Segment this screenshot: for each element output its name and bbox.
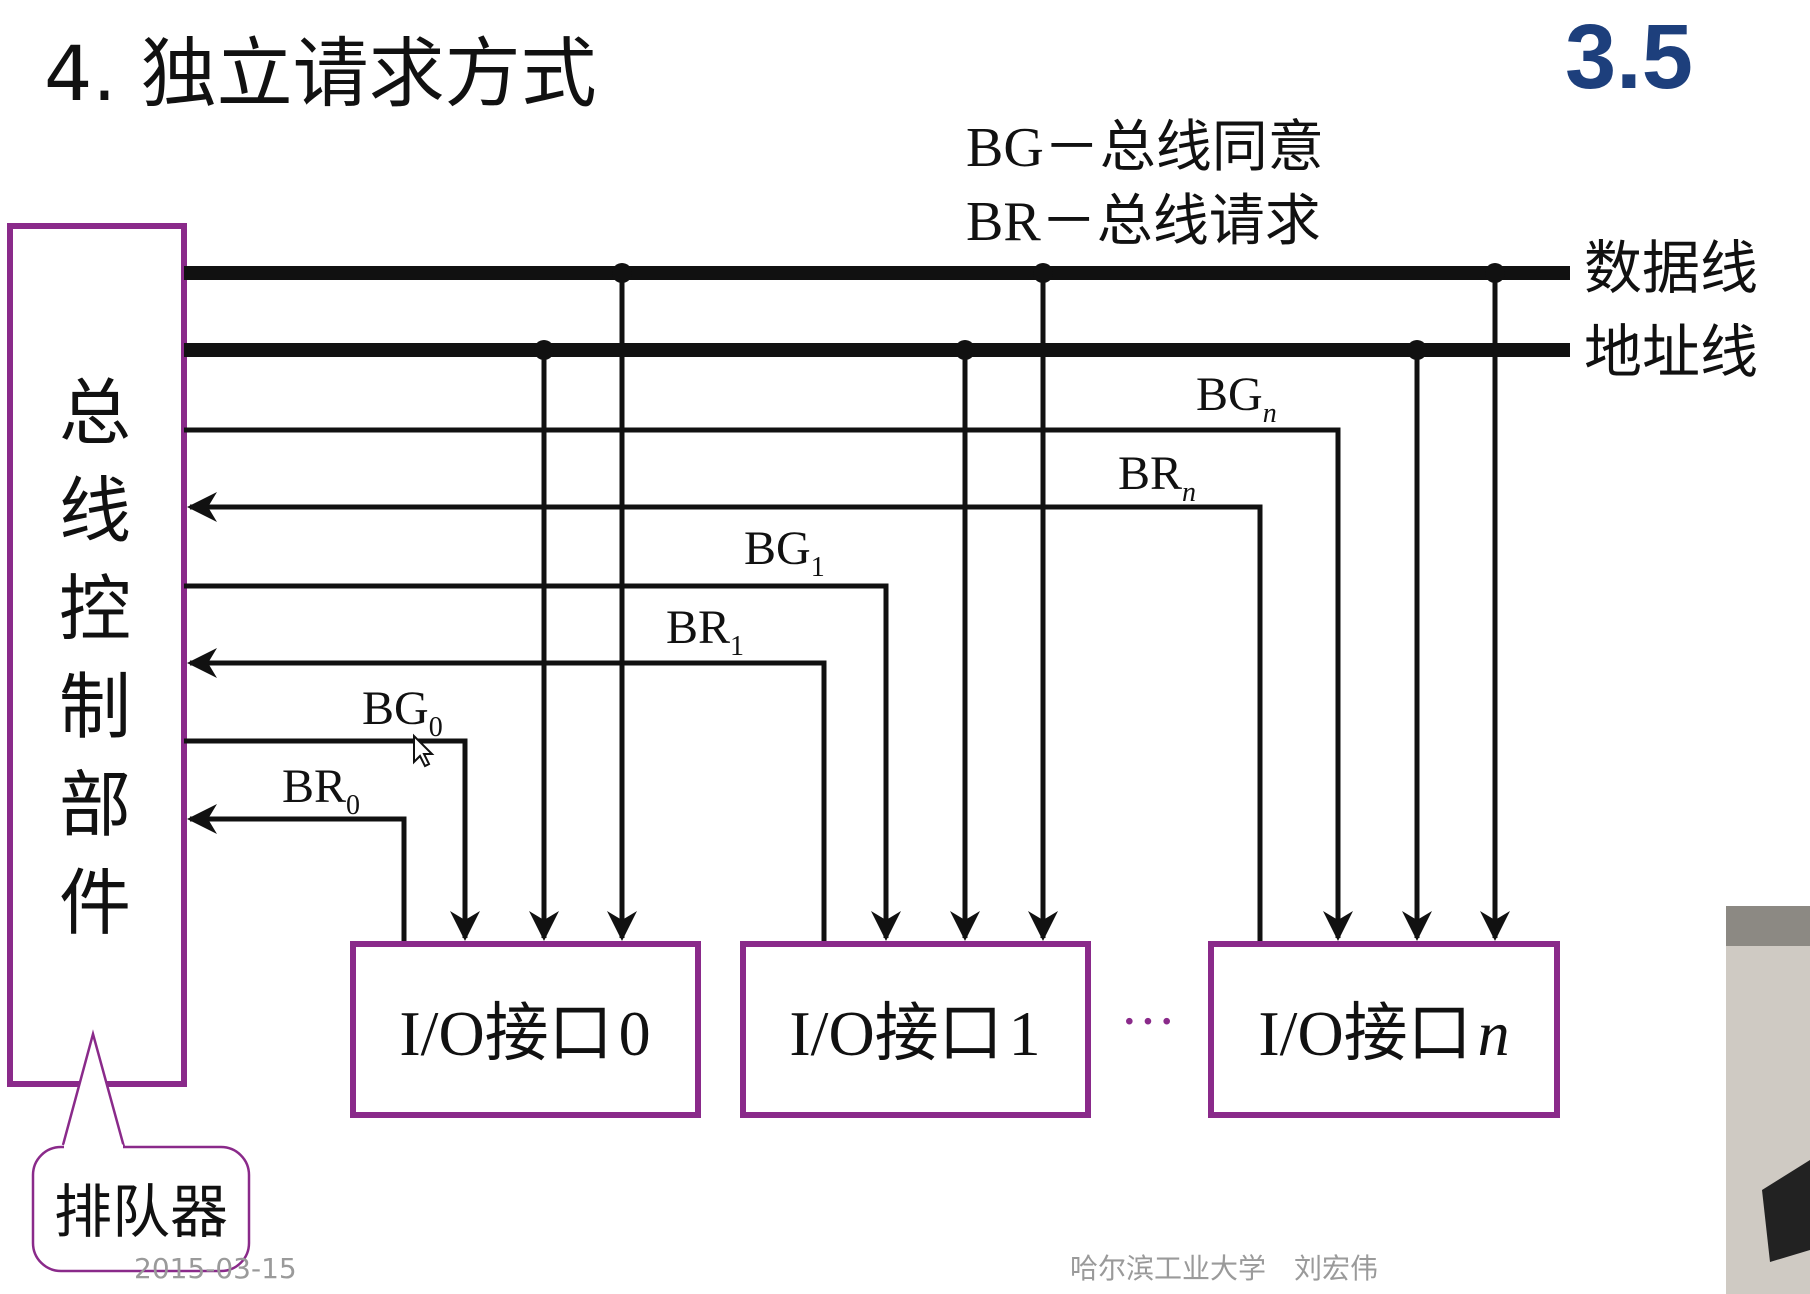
video-inset-shadow xyxy=(1726,906,1810,946)
video-inset xyxy=(1726,906,1810,1294)
controller-char: 件 xyxy=(59,861,131,945)
controller-char: 总 xyxy=(59,371,131,455)
signal-label-bg-n: BGn xyxy=(1196,368,1277,429)
signal-label-br-1: BR1 xyxy=(666,601,744,662)
data-bus-label: 数据线 xyxy=(1584,234,1758,302)
legend-bg: BG－总线同意 xyxy=(966,117,1324,179)
address-bus-label: 地址线 xyxy=(1584,318,1758,386)
controller-char: 线 xyxy=(59,469,131,553)
controller-char: 控 xyxy=(59,567,131,651)
signal-label-br-n: BRn xyxy=(1118,447,1196,508)
bg-n-line xyxy=(184,427,1353,941)
page-title: 4. 独立请求方式 xyxy=(44,29,597,118)
bg-0-line xyxy=(184,738,480,941)
br-n-line xyxy=(187,492,1263,944)
signal-label-bg-0: BG0 xyxy=(362,682,443,743)
io-interface-box-1 xyxy=(740,941,1091,1118)
mouse-cursor-icon xyxy=(413,733,435,768)
br-1-line xyxy=(187,648,827,944)
io-interface-box-0 xyxy=(350,941,701,1118)
footer-date: 2015-03-15 xyxy=(134,1252,297,1285)
io-interface-label-n: I/O接口n xyxy=(1258,998,1509,1069)
io-interface-label-0: I/O接口0 xyxy=(399,998,650,1069)
bus-controller-label: 总 线 控 制 部 件 xyxy=(59,371,131,945)
ellipsis: ··· xyxy=(1120,991,1176,1053)
io-interface-label-1: I/O接口1 xyxy=(789,998,1040,1069)
video-inset-object xyxy=(1762,1160,1810,1262)
queue-label: 排队器 xyxy=(54,1178,228,1246)
bus-controller-box xyxy=(7,223,187,1087)
io-interface-box-n xyxy=(1208,941,1560,1118)
controller-char: 部 xyxy=(59,763,131,847)
controller-char: 制 xyxy=(59,665,131,749)
br-0-line xyxy=(187,804,407,944)
bg-1-line xyxy=(184,583,901,941)
signal-label-br-0: BR0 xyxy=(282,760,360,821)
queue-callout-pointer xyxy=(61,1029,126,1148)
footer-credit: 哈尔滨工业大学 刘宏伟 xyxy=(1070,1252,1378,1285)
queue-callout-box xyxy=(31,1145,251,1273)
section-number: 3.5 xyxy=(1565,6,1693,108)
legend-br: BR－总线请求 xyxy=(966,191,1321,253)
signal-label-bg-1: BG1 xyxy=(744,522,825,583)
